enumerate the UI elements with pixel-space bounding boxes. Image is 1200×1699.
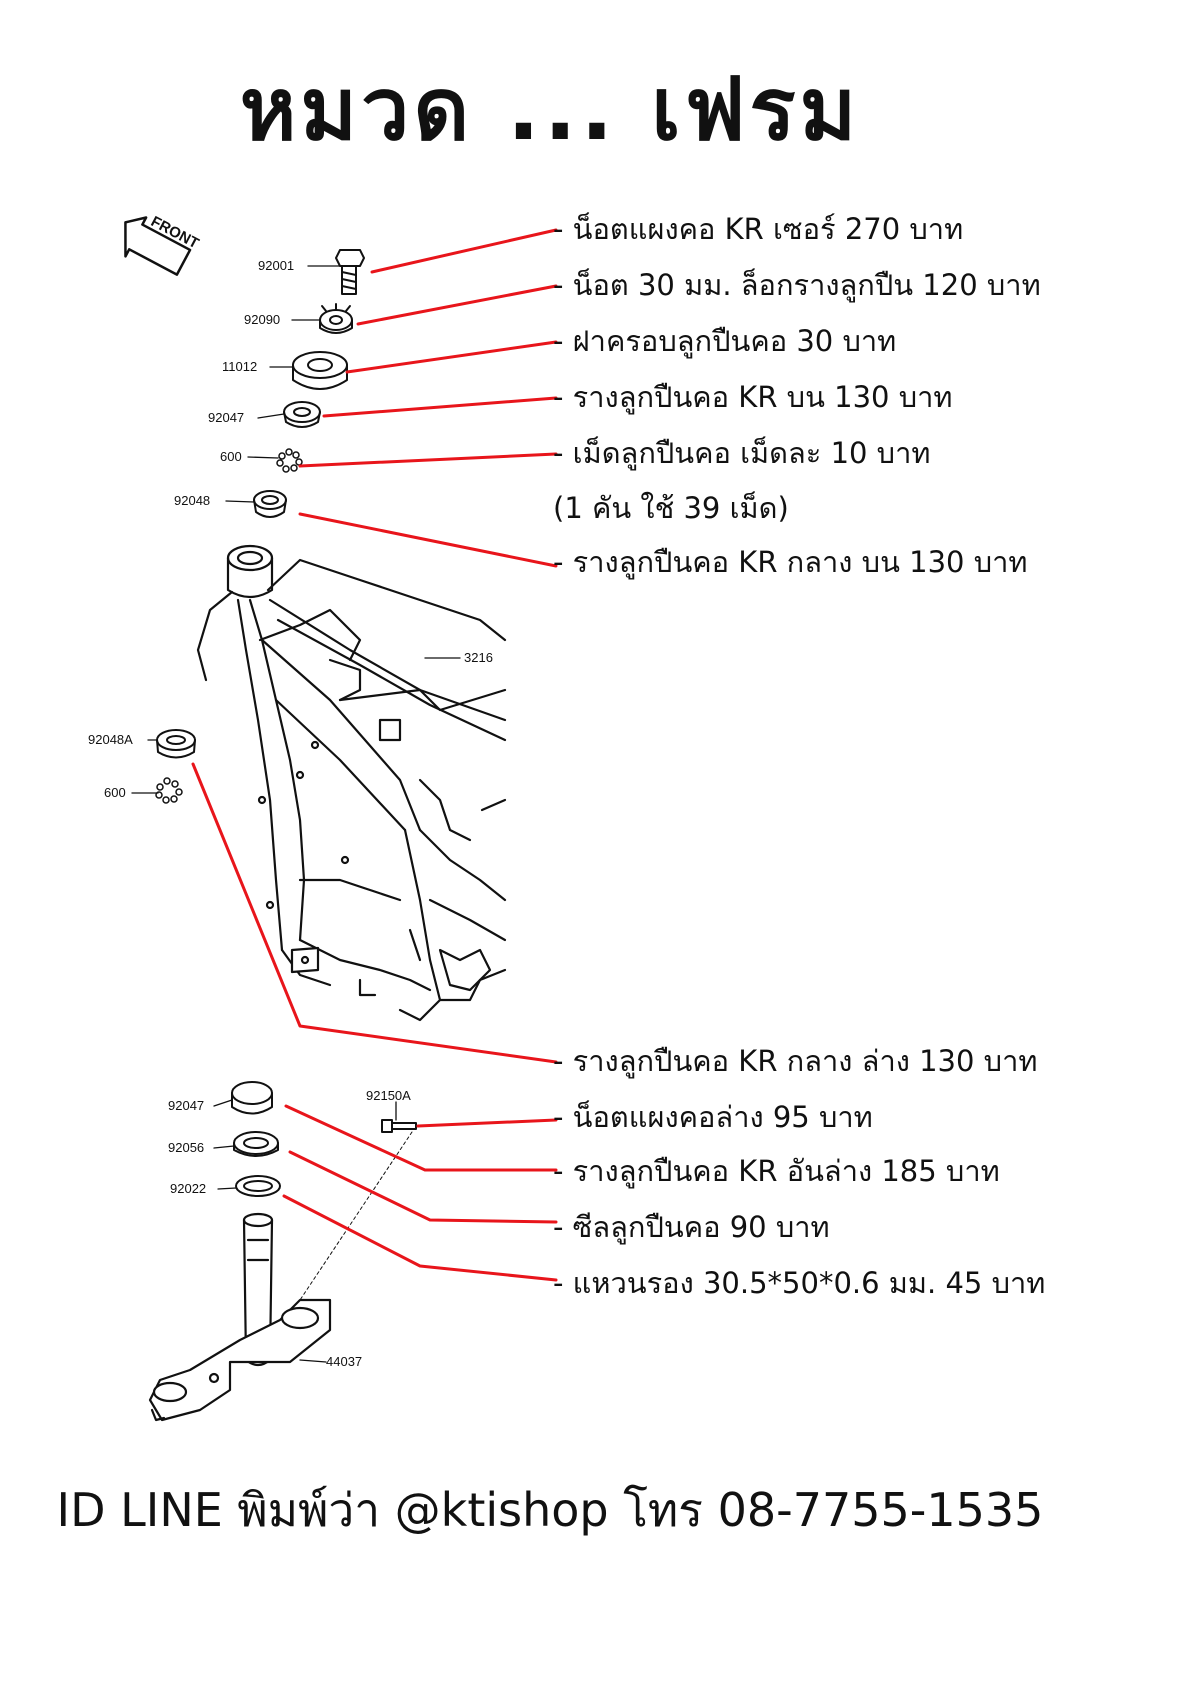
front-arrow-icon [124,216,192,276]
part-number-11012: 11012 [222,359,258,374]
callout-upper-race: - รางลูกปืนคอ KR บน 130 บาท [553,380,953,414]
part-number-44037: 44037 [326,1354,363,1369]
part-number-92047-top: 92047 [208,410,245,425]
callout-neck-bolt: - น็อตแผงคอ KR เซอร์ 270 บาท [553,212,964,246]
part-number-600-top: 600 [220,449,242,464]
part-number-92090: 92090 [244,312,281,327]
callout-lower-neck-bolt: - น็อตแผงคอล่าง 95 บาท [553,1100,873,1134]
callout-lock-nut: - น็อต 30 มม. ล็อกรางลูกปืน 120 บาท [553,268,1041,302]
part-number-92048a: 92048A [88,732,133,747]
callout-lower-race: - รางลูกปืนคอ KR อันล่าง 185 บาท [553,1154,1000,1188]
lower-race-part [231,1081,273,1115]
part-number-92047-bottom: 92047 [168,1098,205,1113]
part-number-92048: 92048 [174,493,211,508]
lower-neck-bolt-part [381,1119,417,1133]
part-number-3216: 3216 [464,650,493,665]
neck-bolt-part [335,249,365,295]
contact-footer: ID LINE พิมพ์ว่า @ktishop โทร 08-7755-15… [56,1483,1044,1537]
bearing-cap-part [292,351,348,390]
steel-balls-part [276,448,303,473]
washer-part [235,1175,281,1197]
callout-middle-lower-race: - รางลูกปืนคอ KR กลาง ล่าง 130 บาท [553,1044,1038,1078]
callout-ball-count-note: (1 คัน ใช้ 39 เม็ด) [553,491,789,525]
middle-upper-race-part [253,490,287,518]
bearing-seal-part [233,1131,279,1157]
callout-bearing-cap: - ฝาครอบลูกปืนคอ 30 บาท [553,324,897,358]
middle-lower-race-part [156,729,196,759]
part-number-92022: 92022 [170,1181,207,1196]
steering-stem-part [148,1212,332,1422]
callout-washer: - แหวนรอง 30.5*50*0.6 มม. 45 บาท [553,1266,1046,1300]
part-number-92150a: 92150A [366,1088,411,1103]
upper-race-part [283,401,321,428]
part-number-92001: 92001 [258,258,295,273]
callout-middle-upper-race: - รางลูกปืนคอ KR กลาง บน 130 บาท [553,545,1028,579]
steel-balls-lower-part [155,777,183,804]
part-number-600-mid: 600 [104,785,126,800]
page-title: หมวด ... เฟรม [239,60,861,160]
callout-steel-balls: - เม็ดลูกปืนคอ เม็ดละ 10 บาท [553,436,931,470]
motorcycle-frame [196,544,507,1022]
frame-parts-diagram: FRONT [124,213,558,1422]
part-number-92056: 92056 [168,1140,205,1155]
lock-nut-part [319,303,353,334]
callout-bearing-seal: - ซีลลูกปืนคอ 90 บาท [553,1210,830,1244]
